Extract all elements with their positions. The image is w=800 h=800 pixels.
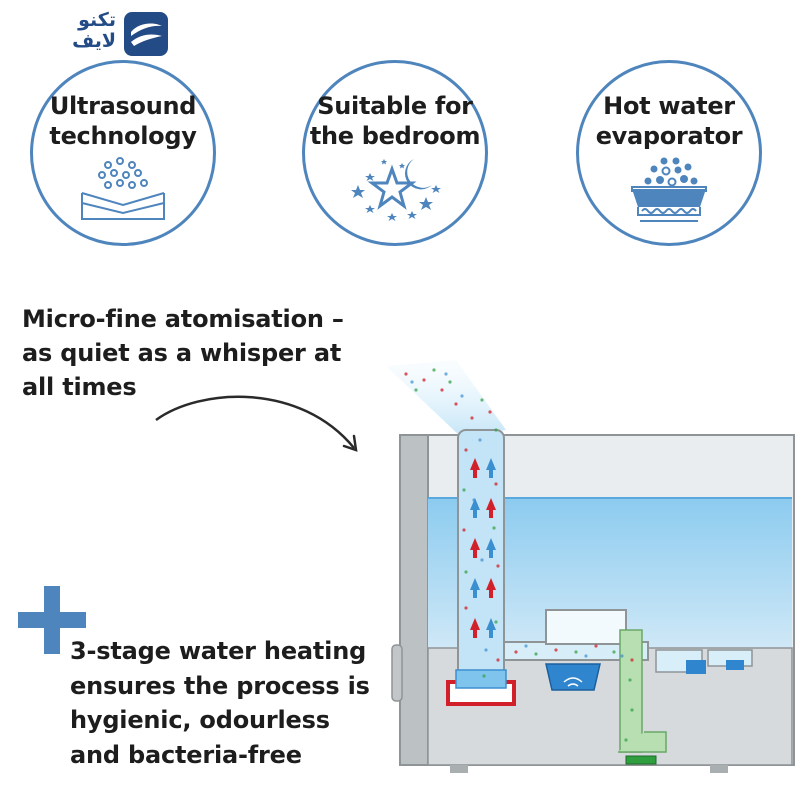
feature-title: Ultrasound technology: [33, 91, 213, 151]
feature-bedroom: Suitable for the bedroom: [302, 60, 488, 246]
caption-line: Micro-fine atomisation –: [22, 305, 344, 333]
caption-line: and bacteria-free: [70, 740, 302, 769]
caption-line: all times: [22, 373, 137, 401]
feature-title-line1: Ultrasound: [49, 92, 197, 120]
feature-title: Suitable for the bedroom: [305, 91, 485, 151]
droplets: [404, 368, 634, 742]
feature-title-line2: technology: [49, 122, 197, 150]
feature-title: Hot water evaporator: [579, 91, 759, 151]
crop-mask: [0, 0, 30, 260]
atomisation-caption: Micro-fine atomisation – as quiet as a w…: [22, 302, 344, 404]
caption-line: ensures the process is: [70, 671, 370, 700]
humidifier-cross-section: [386, 360, 795, 773]
feature-title-line1: Hot water: [603, 92, 735, 120]
feature-title-line2: the bedroom: [309, 122, 481, 150]
caption-line: 3-stage water heating: [70, 637, 367, 665]
brand-name-line1: تکنو: [78, 9, 116, 31]
brand-name: تکنو لایف: [48, 10, 116, 52]
brand-mark-icon: [124, 12, 168, 56]
brand-name-line2: لایف: [72, 30, 116, 52]
flow-arrows: [470, 458, 496, 638]
moon-stars-icon: [351, 159, 441, 221]
ultrasound-bowl-icon: [81, 157, 165, 220]
mist-plume: [386, 360, 506, 436]
caption-line: as quiet as a whisper at: [22, 339, 342, 367]
caption-line: hygienic, odourless: [70, 706, 330, 734]
feature-hot-water: Hot water evaporator: [576, 60, 762, 246]
heating-caption: 3-stage water heating ensures the proces…: [70, 634, 370, 772]
brand-logo: تکنو لایف: [48, 10, 178, 60]
feature-title-line1: Suitable for: [317, 92, 473, 120]
feature-title-line2: evaporator: [595, 122, 743, 150]
plus-icon: [18, 586, 86, 654]
heated-bowl-icon: [631, 157, 707, 222]
curved-arrow-icon: [155, 395, 358, 452]
feature-ultrasound: Ultrasound technology: [30, 60, 216, 246]
